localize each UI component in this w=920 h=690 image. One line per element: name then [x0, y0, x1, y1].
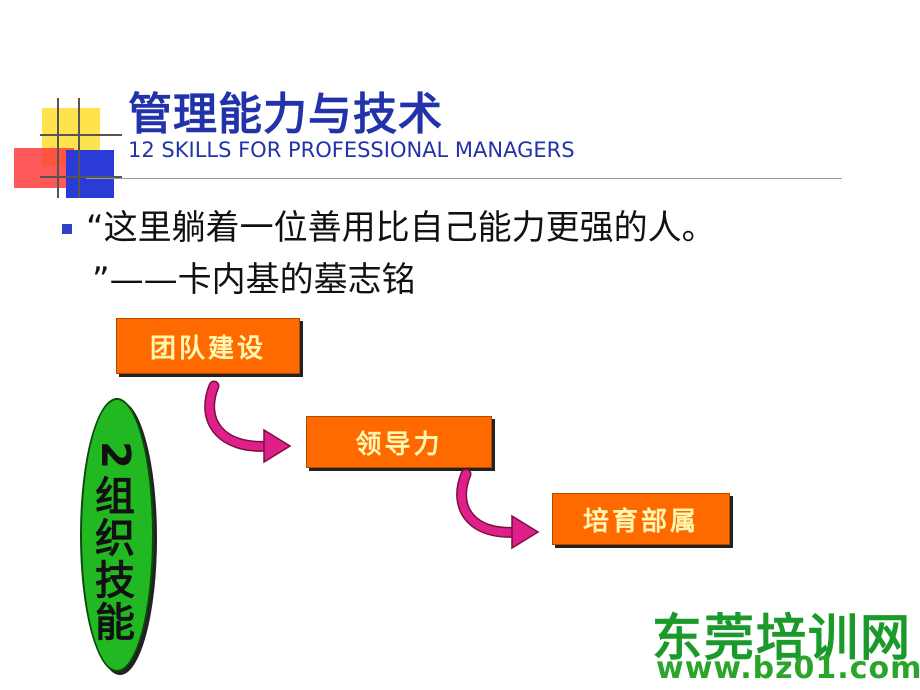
deco-red-square: [14, 148, 74, 188]
quote-line-1: “这里躺着一位善用比自己能力更强的人。: [86, 208, 716, 248]
curved-arrow-icon: [456, 468, 540, 550]
skill-category-char: 组: [95, 474, 135, 520]
watermark-logo-name: 东莞培训网: [652, 609, 912, 667]
deco-line: [57, 98, 59, 198]
bullet-icon: [62, 224, 72, 234]
deco-line: [40, 134, 122, 136]
deco-line: [40, 176, 122, 178]
quote-line-2: ”——卡内基的墓志铭: [92, 260, 416, 300]
step-box-team-building: 团队建设: [116, 318, 300, 374]
deco-blue-square: [66, 150, 114, 198]
skill-category-char: 技: [95, 558, 135, 604]
step-box-leadership: 领导力: [306, 416, 492, 468]
deco-line: [78, 98, 80, 198]
step-box-develop-subordinates: 培育部属: [552, 493, 730, 545]
skill-category-label: 2 组 织 技 能: [80, 434, 150, 644]
skill-category-number: 2: [92, 441, 138, 469]
curved-arrow-icon: [204, 380, 292, 464]
slide-subtitle: 12 SKILLS FOR PROFESSIONAL MANAGERS: [128, 138, 575, 162]
skill-category-char: 织: [95, 516, 135, 562]
skill-category-badge: [80, 398, 154, 672]
title-divider: [86, 178, 842, 179]
skill-category-char: 能: [95, 600, 135, 646]
slide-title: 管理能力与技术: [128, 89, 443, 140]
watermark-logo-url: www.bz01.com: [656, 651, 920, 686]
